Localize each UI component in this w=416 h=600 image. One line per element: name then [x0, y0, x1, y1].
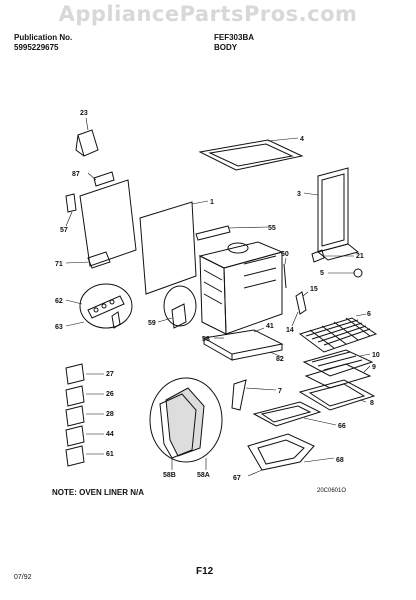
callout-62: 62: [55, 298, 63, 305]
publication-number: 5995229675: [14, 43, 59, 52]
watermark: AppliancePartsPros.com: [58, 2, 358, 26]
callout-1: 1: [210, 199, 214, 206]
callout-15: 15: [310, 286, 318, 293]
part-59-bracket: [157, 285, 197, 329]
part-1-side-panel: [139, 200, 209, 295]
model-number: FEF303BA: [214, 33, 255, 42]
callout-10: 10: [372, 352, 380, 359]
publication-info: Publication No. 5995229675: [14, 33, 72, 53]
part-71-bracket: [65, 251, 111, 269]
callout-60: 60: [281, 251, 289, 258]
part-66-bake-element: [252, 401, 337, 427]
callout-66: 66: [338, 423, 346, 430]
oven-cavity: [198, 241, 284, 335]
callout-5: 5: [320, 270, 324, 277]
drawing-code: 20C0601O: [317, 488, 347, 494]
callout-58a: 58A: [197, 472, 210, 479]
callout-21: 21: [356, 253, 364, 260]
part-58-insulation: [149, 377, 223, 470]
callout-57: 57: [60, 227, 68, 234]
part-8-frame: [298, 379, 376, 411]
part-57-back-panel: [65, 171, 137, 267]
callout-87: 87: [72, 171, 80, 178]
part-5-knob: [328, 268, 363, 278]
callout-3: 3: [297, 191, 301, 198]
part-23-bracket: [75, 117, 99, 157]
callout-58: 58: [202, 336, 210, 343]
callout-58b: 58B: [163, 472, 176, 479]
model-info: FEF303BA BODY: [214, 33, 254, 53]
part-58-bottom-panel: [202, 327, 284, 361]
callout-23: 23: [80, 110, 88, 117]
publication-label: Publication No.: [14, 33, 73, 42]
callout-61: 61: [106, 451, 114, 458]
part-7-bracket: [231, 379, 277, 411]
callout-28: 28: [106, 411, 114, 418]
callout-26: 26: [106, 391, 114, 398]
part-21-clip: [311, 249, 354, 263]
page-number: F12: [196, 566, 214, 577]
part-60-rod: [283, 257, 287, 289]
callout-7: 7: [278, 388, 282, 395]
part-55-strip: [195, 225, 269, 241]
part-6-oven-rack: [298, 313, 378, 353]
part-3-side-panel: [303, 167, 360, 261]
callout-27: 27: [106, 371, 114, 378]
section-name: BODY: [214, 43, 238, 52]
callout-14: 14: [286, 327, 294, 334]
callout-6: 6: [367, 311, 371, 318]
callout-71: 71: [55, 261, 63, 268]
callout-4: 4: [300, 136, 304, 143]
part-9-pan-grid: [304, 363, 372, 389]
part-67-broil-element: [247, 433, 335, 477]
callout-67: 67: [233, 475, 241, 482]
callout-8: 8: [370, 400, 374, 407]
callout-55: 55: [268, 225, 276, 232]
callout-44: 44: [106, 431, 114, 438]
part-62-hinge: [65, 283, 133, 329]
callout-41: 41: [266, 323, 274, 330]
small-parts-column: [65, 363, 104, 467]
part-4-top-panel: [198, 137, 304, 171]
callout-82: 82: [276, 356, 284, 363]
part-15-pin: [291, 291, 309, 327]
callout-59: 59: [148, 320, 156, 327]
callout-63: 63: [55, 324, 63, 331]
footnote: NOTE: OVEN LINER N/A: [52, 488, 145, 497]
callout-9: 9: [372, 364, 376, 371]
print-date: 07/92: [14, 574, 32, 581]
callout-68: 68: [336, 457, 344, 464]
